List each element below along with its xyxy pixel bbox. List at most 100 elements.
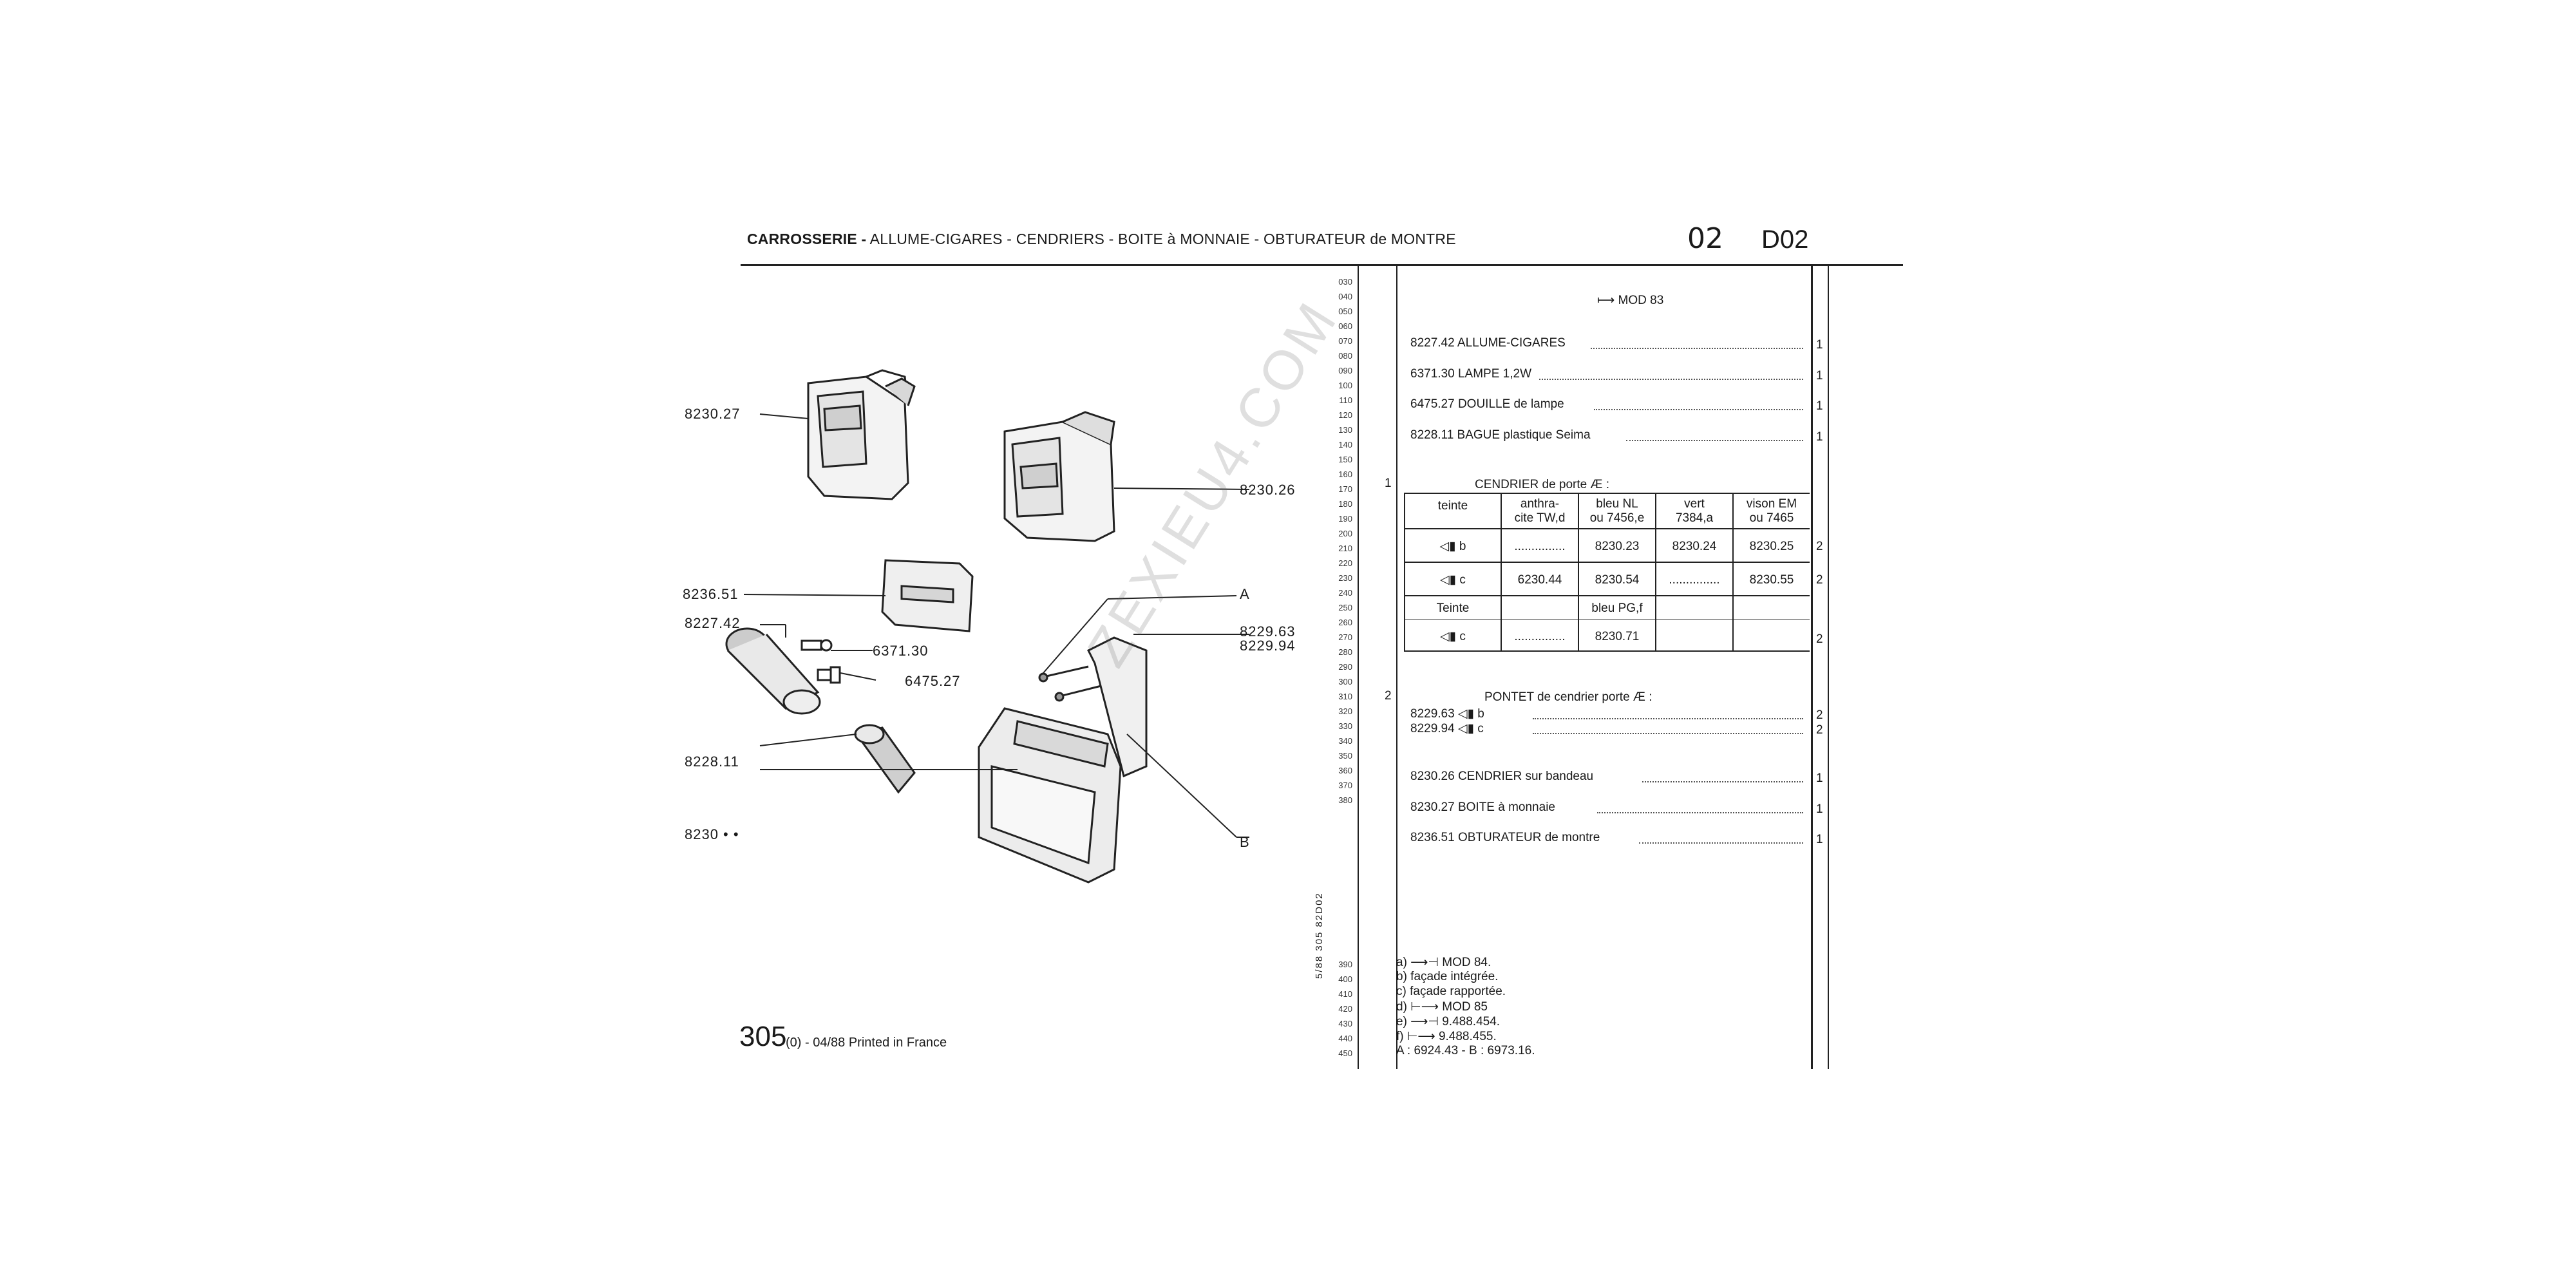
- table-col-rule: [1404, 493, 1405, 652]
- line-number: 340: [1338, 736, 1352, 746]
- table-cell: Teinte: [1436, 601, 1470, 615]
- line-number: 350: [1338, 751, 1352, 761]
- part-row: 8230.27 BOITE à monnaie: [1410, 800, 1555, 814]
- cendrier-title: CENDRIER de porte Æ :: [1475, 478, 1610, 491]
- footnote: e) ⟶⊣ 9.488.454.: [1396, 1015, 1501, 1028]
- line-number: 080: [1338, 351, 1352, 361]
- line-number: 110: [1339, 395, 1352, 405]
- callout-8236-51: 8236.51: [683, 586, 739, 602]
- line-number: 030: [1338, 277, 1352, 287]
- footnote: b) façade intégrée.: [1396, 970, 1499, 983]
- line-number: 330: [1338, 721, 1352, 731]
- part-row: 6475.27 DOUILLE de lampe: [1410, 397, 1564, 411]
- line-number: 120: [1338, 410, 1352, 420]
- callout-6475-27: 6475.27: [905, 673, 961, 689]
- table-cell: ...............: [1514, 540, 1566, 553]
- leader-dots: [1597, 812, 1803, 813]
- table-cell: ◁▮ b: [1439, 540, 1466, 553]
- line-number: 070: [1338, 336, 1352, 346]
- line-number: 200: [1338, 529, 1352, 538]
- title-rest: ALLUME-CIGARES - CENDRIERS - BOITE à MON…: [869, 231, 1456, 247]
- line-number: 320: [1338, 706, 1352, 716]
- line-number: 160: [1338, 469, 1352, 479]
- line-number: 440: [1338, 1034, 1352, 1043]
- table-row-rule: [1404, 562, 1810, 563]
- line-number: 420: [1338, 1004, 1352, 1014]
- right-divider: [1828, 266, 1829, 1069]
- cigar-lighter-part: [725, 627, 821, 715]
- part-row: 8236.51 OBTURATEUR de montre: [1410, 831, 1600, 844]
- plastic-ring-part: [854, 724, 916, 794]
- part-row: 6371.30 LAMPE 1,2W: [1410, 367, 1531, 381]
- part-qty: 2: [1816, 632, 1823, 646]
- table-cell: 8230.23: [1595, 540, 1640, 553]
- table-row-rule: [1404, 595, 1810, 596]
- part-qty: 2: [1816, 723, 1823, 737]
- part-qty: 1: [1816, 772, 1823, 785]
- callout-8228-11: 8228.11: [685, 753, 739, 770]
- footnote: d) ⊢⟶ MOD 85: [1396, 1000, 1488, 1014]
- line-number: 270: [1338, 632, 1352, 642]
- table-cell: ...............: [1669, 573, 1720, 587]
- part-qty: 2: [1816, 573, 1823, 587]
- line-number: 090: [1338, 366, 1352, 375]
- table-border-top: [1404, 493, 1810, 494]
- leader-dots: [1594, 409, 1803, 410]
- lamp-part: [800, 639, 833, 652]
- line-number: 060: [1338, 321, 1352, 331]
- line-number: 430: [1338, 1019, 1352, 1028]
- table-cell: 8230.24: [1672, 540, 1717, 553]
- lamp-socket-part: [817, 666, 841, 684]
- callout-6371-30: 6371.30: [873, 643, 929, 659]
- line-number: 140: [1338, 440, 1352, 450]
- leader-dots: [1626, 440, 1803, 441]
- footnote: c) façade rapportée.: [1396, 985, 1506, 998]
- line-number: 230: [1338, 573, 1352, 583]
- table-header: anthra- cite TW,d: [1514, 497, 1566, 525]
- leader-dots: [1642, 781, 1803, 782]
- footer-text: (0) - 04/88 Printed in France: [786, 1036, 947, 1050]
- line-number: 290: [1338, 662, 1352, 672]
- table-header-rule: [1404, 528, 1810, 529]
- leader-dots: [1639, 842, 1803, 844]
- handwritten-code: 02: [1687, 222, 1723, 255]
- part-row: 8228.11 BAGUE plastique Seima: [1410, 428, 1591, 442]
- footnote: f) ⊢⟶ 9.488.455.: [1396, 1030, 1497, 1043]
- leader-dots: [1591, 348, 1803, 349]
- part-qty: 1: [1816, 338, 1823, 352]
- table-header: bleu NL ou 7456,e: [1589, 497, 1645, 525]
- table-header: vert 7384,a: [1675, 497, 1714, 525]
- screws-and-bracket: [1038, 636, 1148, 778]
- group-divider: [1396, 266, 1397, 1069]
- part-qty: 2: [1816, 540, 1823, 553]
- line-number: 210: [1338, 544, 1352, 553]
- line-number: 390: [1338, 960, 1352, 969]
- part-row: 8229.94 ◁▮ c: [1410, 722, 1484, 735]
- line-number: 300: [1338, 677, 1352, 687]
- table-cell: ◁▮ c: [1440, 573, 1466, 587]
- table-cell: ◁▮ c: [1440, 630, 1466, 643]
- part-row: 8229.63 ◁▮ b: [1410, 707, 1484, 721]
- footnote: a) ⟶⊣ MOD 84.: [1396, 956, 1492, 969]
- line-number: 360: [1338, 766, 1352, 775]
- callout-8230-27: 8230.27: [685, 406, 741, 422]
- line-number: 150: [1338, 455, 1352, 464]
- part-qty: 1: [1816, 802, 1823, 816]
- line-number: 100: [1338, 381, 1352, 390]
- callout-8229-63: 8229.63: [1240, 623, 1296, 639]
- line-number: 170: [1338, 484, 1352, 494]
- pontet-title: PONTET de cendrier porte Æ :: [1484, 690, 1653, 704]
- part-qty: 1: [1816, 833, 1823, 846]
- linenum-divider: [1358, 266, 1359, 1069]
- part-qty: 1: [1816, 399, 1823, 413]
- line-number: 410: [1338, 989, 1352, 999]
- leader-dots: [1533, 718, 1803, 719]
- line-number: 190: [1338, 514, 1352, 524]
- table-cell: 8230.54: [1595, 573, 1640, 587]
- line-number: 400: [1338, 974, 1352, 984]
- ashtray-on-panel-part: [1003, 411, 1115, 542]
- watch-plug-part: [881, 559, 974, 632]
- main-ashtray-part: [978, 707, 1122, 884]
- qty-divider: [1811, 266, 1813, 1069]
- page-title: CARROSSERIE - ALLUME-CIGARES - CENDRIERS…: [747, 231, 1456, 248]
